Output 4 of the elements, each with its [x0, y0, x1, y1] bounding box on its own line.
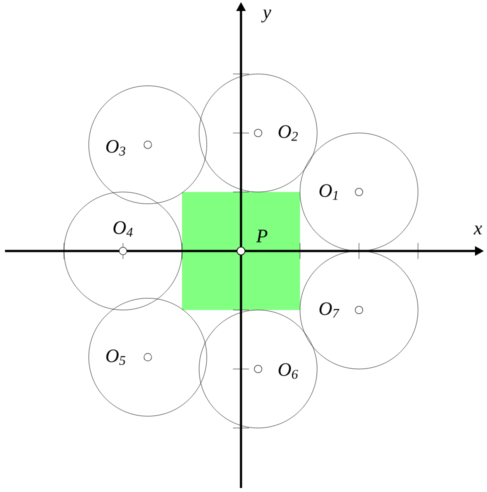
axis-label: y [261, 10, 272, 22]
node-label: P [256, 230, 268, 242]
square [182, 192, 300, 310]
axis-label: x [474, 226, 482, 234]
